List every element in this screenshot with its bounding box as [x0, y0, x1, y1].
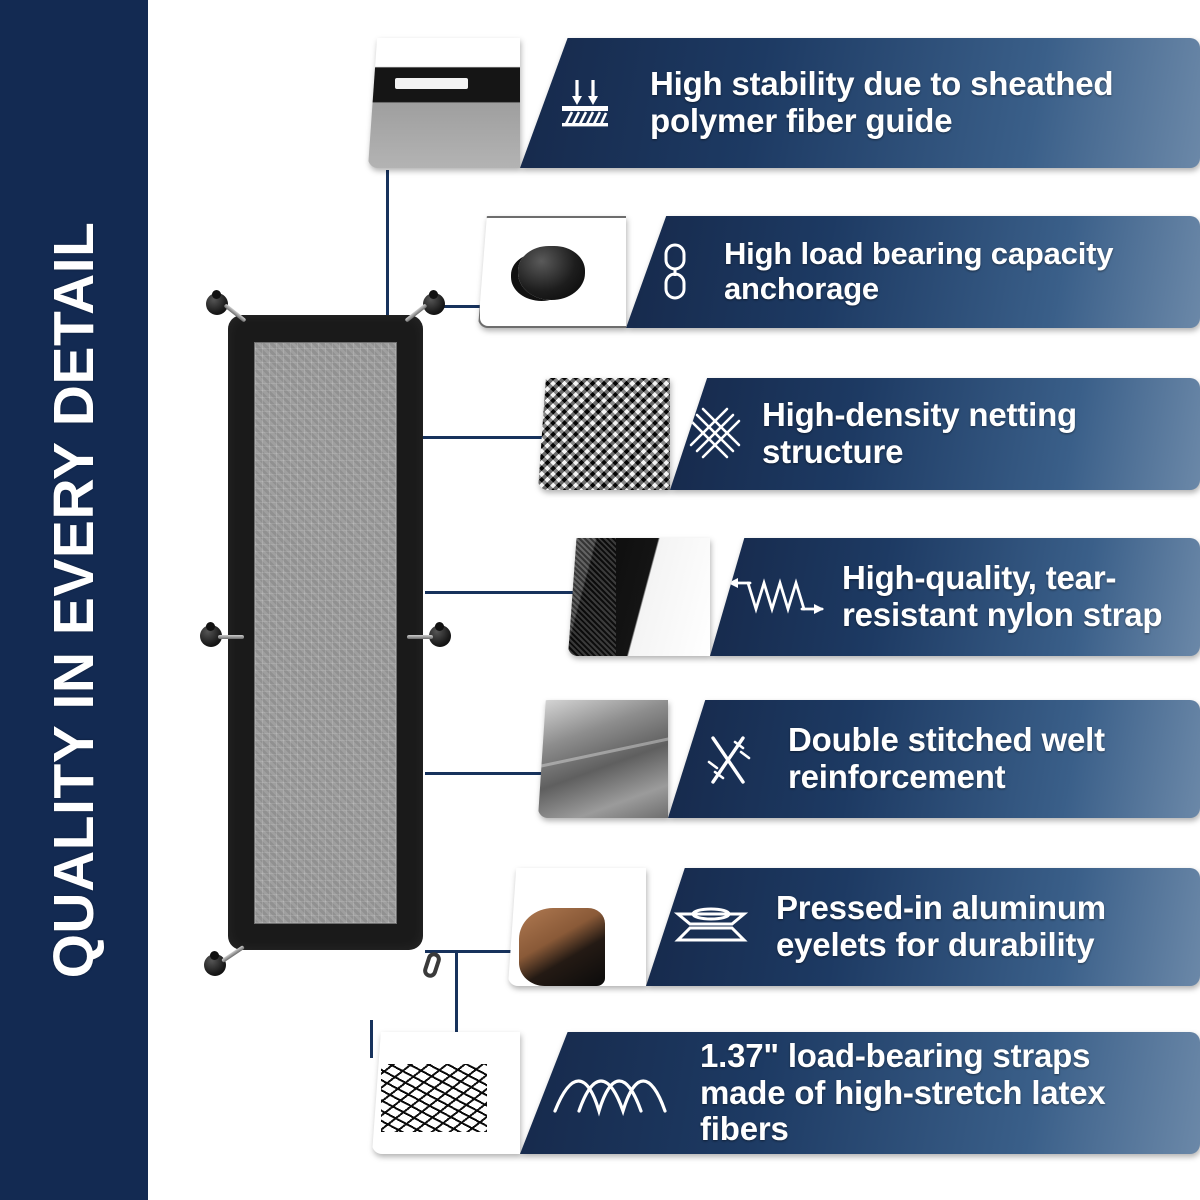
feature-banner-welt: Double stitched welt reinforcement — [538, 700, 1200, 818]
hook-top-right — [423, 290, 445, 315]
thumbnail-polymer-fiber-guide-photo — [368, 38, 520, 168]
hook-arm-bottom-left — [221, 945, 245, 963]
feature-bar-netting: High-density netting structure — [670, 378, 1200, 490]
grommet-cross-section-icon — [646, 898, 776, 956]
feature-bar-nylon-strap: High-quality, tear- resistant nylon stra… — [710, 538, 1200, 656]
feature-text-anchorage-line1: High load bearing capacity — [724, 236, 1114, 272]
down-arrows-on-hatched-surface-icon — [520, 72, 650, 134]
feature-text-welt-line1: Double stitched welt — [788, 721, 1105, 759]
thumbnail-welt-seam-photo — [538, 700, 668, 818]
thumbnail-hand-holding-eyelet-photo — [508, 868, 646, 986]
sidebar: QUALITY IN EVERY DETAIL — [0, 0, 148, 1200]
feature-text-netting-line1: High-density netting structure — [762, 396, 1077, 470]
feature-banner-eyelets: Pressed-in aluminum eyelets for durabili… — [508, 868, 1200, 986]
connector-line-anchorage — [423, 305, 499, 308]
hook-arm-mid-right — [407, 635, 433, 639]
feature-bar-latex-straps: 1.37" load-bearing straps made of high-s… — [520, 1032, 1200, 1154]
sidebar-divider — [148, 0, 154, 1200]
connector-line-welt — [425, 772, 550, 775]
braided-fiber-icon — [520, 1067, 700, 1119]
feature-text-latex-straps-line2: made of high-stretch latex fibers — [700, 1073, 1106, 1148]
feature-text-anchorage-line2: anchorage — [724, 271, 879, 306]
thumbnail-frayed-latex-fiber-photo — [372, 1032, 520, 1154]
hook-bottom-left — [204, 951, 226, 976]
connector-line-stability — [386, 170, 389, 318]
feature-bar-welt: Double stitched welt reinforcement — [668, 700, 1200, 818]
feature-text-stability-line1: High stability due to sheathed — [650, 65, 1114, 103]
hook-mid-left — [200, 622, 222, 647]
feature-text-latex-straps-line1: 1.37" load-bearing straps — [700, 1036, 1091, 1074]
product-image-cargo-net — [200, 290, 451, 980]
feature-text-nylon-strap-line1: High-quality, tear- — [842, 559, 1117, 597]
feature-bar-anchorage: High load bearing capacity anchorage — [626, 216, 1200, 328]
page-title: QUALITY IN EVERY DETAIL — [42, 221, 106, 979]
chain-link-icon — [626, 241, 724, 303]
thumbnail-anchor-hook-photo — [478, 216, 626, 328]
feature-text-eyelets-line1: Pressed-in aluminum — [776, 889, 1106, 927]
hook-arm-mid-left — [218, 635, 244, 639]
carabiner-clip-bottom-right — [421, 950, 443, 980]
feature-text-nylon-strap-line2: resistant nylon strap — [842, 596, 1163, 633]
feature-text-welt-line2: reinforcement — [788, 758, 1006, 795]
feature-banner-stability: High stability due to sheathed polymer f… — [368, 38, 1200, 168]
hook-mid-right — [429, 622, 451, 647]
thumbnail-nylon-strap-photo — [568, 538, 710, 656]
crosshatch-mesh-icon — [670, 401, 762, 467]
thumbnail-netting-texture-photo — [538, 378, 670, 490]
hook-top-left — [206, 290, 228, 315]
feature-banner-netting: High-density netting structure — [538, 378, 1200, 490]
connector-line-netting — [370, 436, 550, 439]
connector-line-latex-vert — [455, 950, 458, 1055]
crossed-stitch-icon — [668, 728, 788, 790]
feature-bar-stability: High stability due to sheathed polymer f… — [520, 38, 1200, 168]
connector-line-eyelets — [425, 950, 520, 953]
connector-line-strap — [425, 591, 580, 594]
connector-line-latex-horiz — [370, 1020, 373, 1058]
feature-banner-anchorage: High load bearing capacity anchorage — [478, 216, 1200, 328]
feature-bar-eyelets: Pressed-in aluminum eyelets for durabili… — [646, 868, 1200, 986]
feature-text-stability-line2: polymer fiber guide — [650, 102, 953, 139]
net-mesh — [254, 342, 397, 924]
stretch-spring-arrows-icon — [710, 569, 842, 625]
feature-banner-nylon-strap: High-quality, tear- resistant nylon stra… — [568, 538, 1200, 656]
feature-text-eyelets-line2: eyelets for durability — [776, 926, 1095, 963]
feature-banner-latex-straps: 1.37" load-bearing straps made of high-s… — [372, 1032, 1200, 1154]
